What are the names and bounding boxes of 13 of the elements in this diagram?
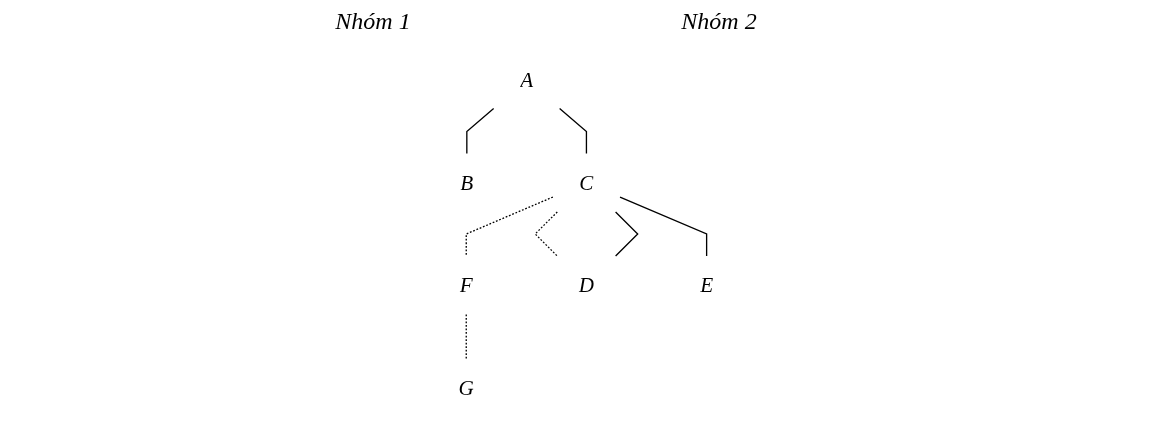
node-text: F (459, 273, 473, 297)
connector (465, 196, 554, 257)
connector (559, 107, 588, 155)
node-text: E (700, 273, 714, 297)
group-label: Nhóm 1 (335, 8, 411, 36)
connector (466, 107, 495, 155)
connector (619, 196, 708, 257)
connector (465, 313, 468, 360)
node-text: G (458, 376, 475, 400)
group-label: Nhóm 2 (681, 8, 757, 36)
node-text: B (460, 171, 474, 195)
node-text: C (579, 171, 594, 195)
node-text: D (578, 273, 595, 297)
